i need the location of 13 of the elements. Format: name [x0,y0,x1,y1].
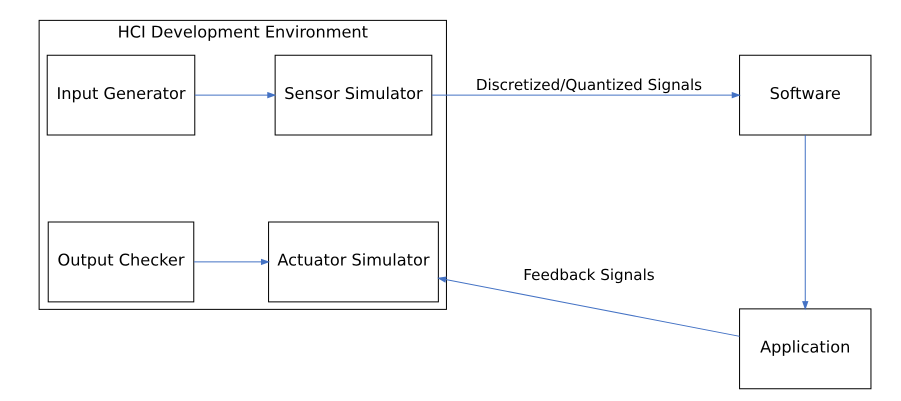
node-box: Application [738,308,871,390]
node-box: Output Checker [47,221,194,302]
edge-label: Discretized/Quantized Signals [475,76,702,94]
node-box: Software [738,54,871,136]
node-box: Sensor Simulator [274,54,432,136]
arrow [193,258,270,266]
node-box: Actuator Simulator [268,221,438,302]
arrow [194,92,276,98]
arrow [436,276,740,337]
node-box: Input Generator [46,54,195,136]
arrow [802,135,808,310]
edge-label: Feedback Signals [522,266,654,284]
arrow [432,92,740,98]
